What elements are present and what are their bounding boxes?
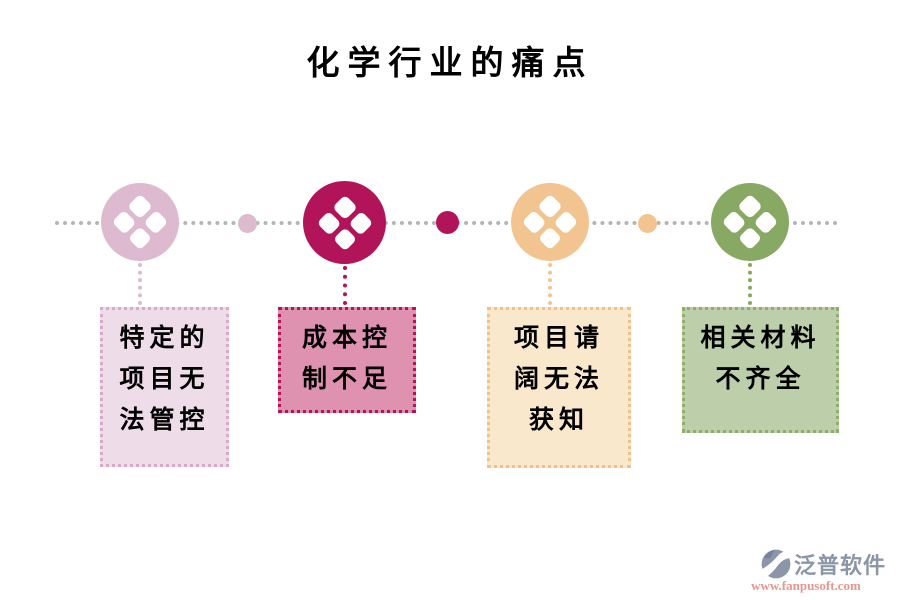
connector-4 [748,263,752,305]
box-text-line: 制不足 [301,366,392,393]
box-text-line: 项目无 [119,366,210,393]
diamonds-icon [111,193,169,251]
box-text-line: 法管控 [119,407,210,434]
brand-name: 泛普软件 [793,553,886,578]
brand-website: www.fanpusoft.com [751,578,861,593]
separator-dot-1 [238,214,257,233]
box-text-line: 成本控 [301,325,392,352]
timeline-node-4 [711,183,789,261]
footer-logo: 泛普软件 www.fanpusoft.com [726,548,886,594]
box-text-line: 相关材料 [700,325,821,352]
fanpu-logo-icon [759,549,792,579]
connector-3 [548,263,552,305]
box-text-line: 不齐全 [715,366,806,393]
box-text-line: 项目请 [513,325,604,352]
timeline-node-1 [101,183,179,261]
pain-point-box-3: 项目请 阔无法 获知 [487,307,631,468]
separator-dot-3 [638,214,657,233]
timeline-node-3 [511,183,589,261]
pain-point-box-4: 相关材料 不齐全 [682,307,839,433]
pain-point-box-2: 成本控 制不足 [278,307,416,413]
box-text-line: 阔无法 [513,366,604,393]
diamonds-icon [721,193,779,251]
page-title: 化学行业的痛点 [306,46,594,82]
separator-dot-2 [436,211,459,234]
diamonds-icon [316,194,373,251]
connector-1 [138,263,142,305]
diamonds-icon [521,193,579,251]
pain-point-box-1: 特定的 项目无 法管控 [100,307,229,467]
timeline-node-2 [303,181,386,264]
connector-2 [343,266,347,305]
box-text-line: 获知 [528,407,589,434]
box-text-line: 特定的 [119,325,210,352]
